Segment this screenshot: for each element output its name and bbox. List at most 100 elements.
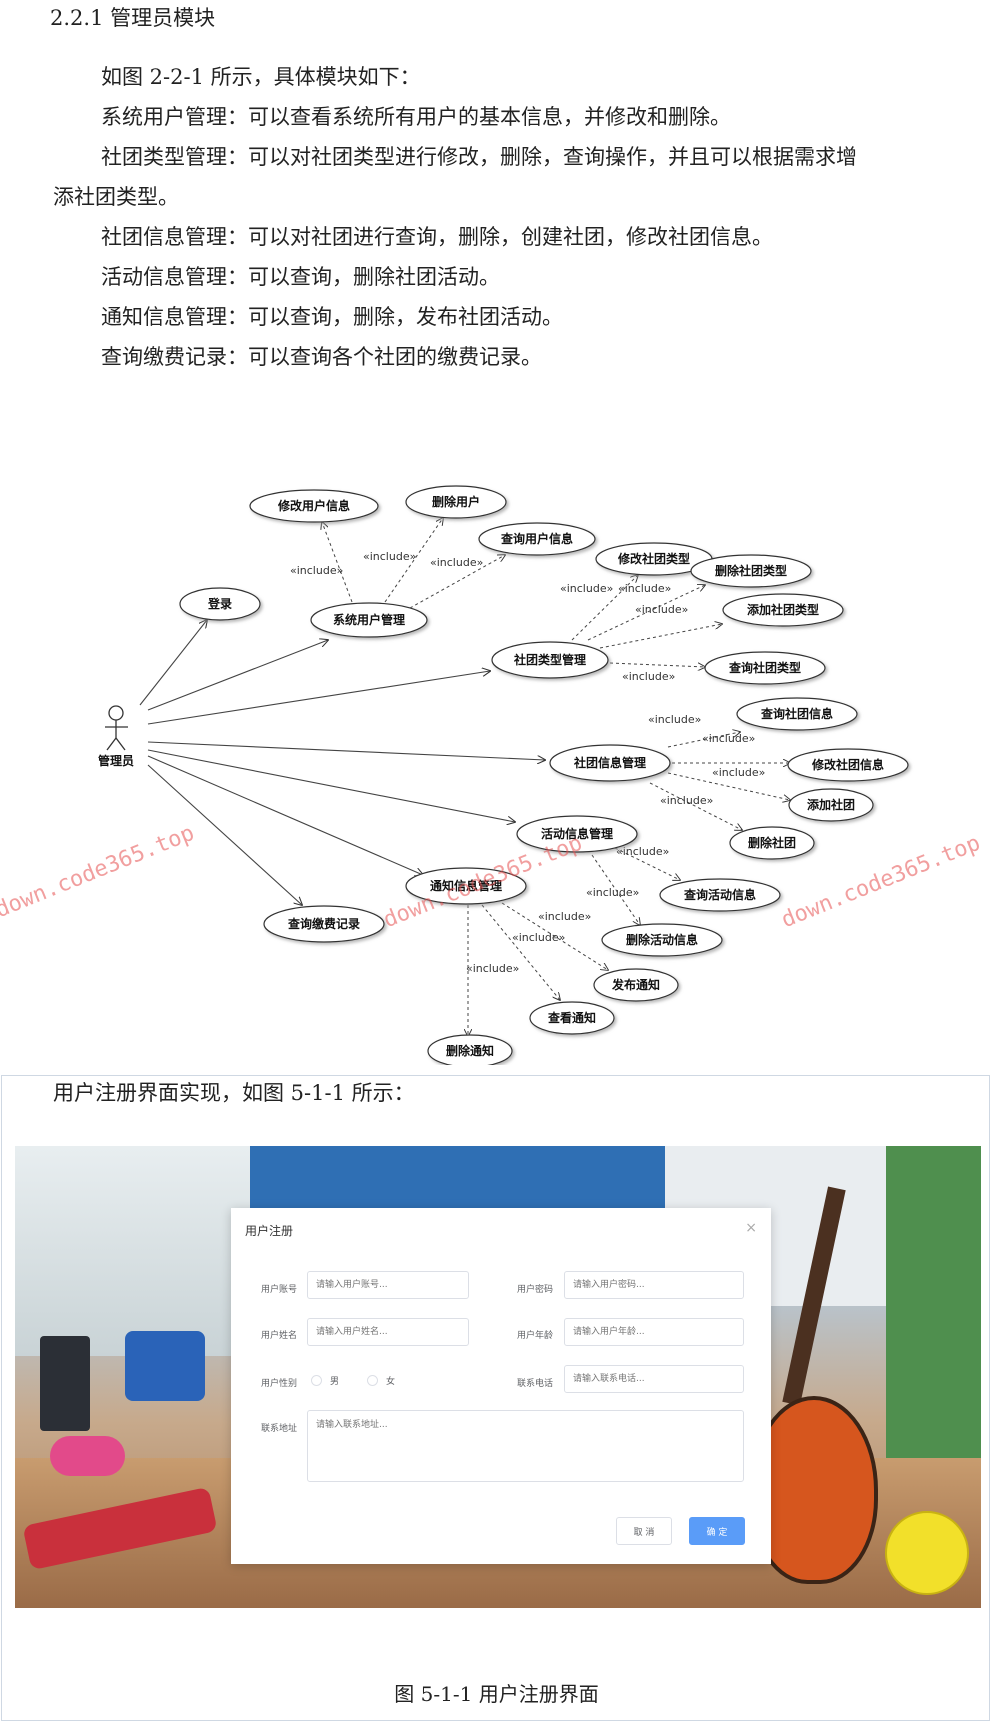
age-input[interactable] [564, 1318, 744, 1346]
gender-male-radio[interactable]: 男 [311, 1374, 339, 1387]
cancel-button[interactable]: 取 消 [616, 1517, 672, 1545]
usecase-del-notice-label: 删除通知 [446, 1043, 494, 1058]
address-label: 联系地址 [260, 1424, 297, 1434]
usecase-query-user-label: 查询用户信息 [500, 531, 573, 546]
usecase-publish-label: 发布通知 [611, 977, 660, 992]
include-query-act [614, 847, 680, 880]
include-label: «include» [618, 582, 671, 595]
page-border [1, 1075, 990, 1721]
phone-input[interactable] [564, 1365, 744, 1393]
radio-circle [367, 1375, 378, 1386]
paragraph-club-type-cont: 添社团类型。 [53, 175, 978, 219]
include-del-club [649, 782, 742, 830]
usecase-del-club [729, 826, 815, 860]
include-label: «include» [538, 910, 591, 923]
password-input[interactable] [564, 1271, 744, 1299]
assoc-sys-user [147, 640, 328, 711]
paragraph-activity: 活动信息管理：可以查询，删除社团活动。 [53, 255, 978, 299]
gender-male-label: 男 [330, 1377, 340, 1387]
include-label: «include» [622, 670, 675, 683]
usecase-login [179, 587, 261, 621]
usecase-del-user [405, 485, 507, 519]
usecase-del-user-label: 删除用户 [432, 494, 480, 509]
usecase-add-club [788, 788, 874, 822]
usecase-query-club [736, 697, 858, 731]
usecase-view-notice [529, 1001, 615, 1035]
paragraph-payment: 查询缴费记录：可以查询各个社团的缴费记录。 [53, 335, 978, 379]
paragraph-notice: 通知信息管理：可以查询，删除，发布社团活动。 [53, 295, 978, 339]
include-label: «include» [290, 564, 343, 577]
address-textarea[interactable] [307, 1410, 744, 1482]
paragraph-text: 系统用户管理：可以查看系统所有用户的基本信息，并修改和删除。 [101, 105, 731, 129]
usecase-club-type [491, 641, 609, 679]
name-input[interactable] [307, 1318, 469, 1346]
usecase-del-notice [427, 1034, 513, 1065]
usecase-edit-club [787, 748, 909, 782]
account-label: 用户账号 [260, 1285, 297, 1295]
figure-caption: 图 5-1-1 用户注册界面 [394, 1682, 599, 1706]
include-del-user [384, 518, 443, 603]
paragraph-club-info: 社团信息管理：可以对社团进行查询，删除，创建社团，修改社团信息。 [53, 215, 978, 259]
include-edit-user [322, 522, 353, 603]
paragraph-text: 社团类型管理：可以对社团类型进行修改，删除，查询操作，并且可以根据需求增 [101, 145, 857, 169]
usecase-del-act-label: 删除活动信息 [626, 932, 698, 947]
include-label: «include» [466, 962, 519, 975]
usecase-edit-user [249, 489, 379, 523]
section-line: 用户注册界面实现，如图 5-1-1 所示： [53, 1081, 415, 1105]
include-label: «include» [702, 732, 755, 745]
include-del-act [591, 854, 640, 925]
usecase-publish [593, 968, 679, 1002]
phone-label: 联系电话 [516, 1379, 553, 1389]
usecase-add-type-label: 添加社团类型 [747, 602, 819, 617]
gender-label: 用户性别 [260, 1379, 297, 1389]
use-case-diagram: 管理员 «include» «include» «include» «inclu… [98, 485, 909, 1065]
assoc-login [139, 620, 207, 706]
actor-label: 管理员 [98, 753, 134, 768]
include-label: «include» [512, 931, 565, 944]
assoc-notice [147, 755, 423, 875]
usecase-edit-club-label: 修改社团信息 [811, 757, 884, 772]
assoc-club-info [147, 741, 545, 760]
usecase-edit-user-label: 修改用户信息 [277, 498, 350, 513]
paragraph-text: 通知信息管理：可以查询，删除，发布社团活动。 [101, 305, 563, 329]
usecase-view-notice-label: 查看通知 [547, 1010, 596, 1025]
include-publish [501, 902, 608, 970]
usecase-edit-type-label: 修改社团类型 [617, 551, 690, 566]
include-query-user [409, 555, 505, 609]
password-label: 用户密码 [516, 1285, 553, 1295]
include-label: «include» [648, 713, 701, 726]
usecase-payment-label: 查询缴费记录 [287, 916, 360, 931]
include-label: «include» [586, 886, 639, 899]
usecase-club-info [549, 744, 671, 782]
include-label: «include» [635, 603, 688, 616]
paragraph-club-type: 社团类型管理：可以对社团类型进行修改，删除，查询操作，并且可以根据需求增 [53, 135, 978, 179]
gender-female-radio[interactable]: 女 [367, 1374, 395, 1387]
include-add-type [599, 624, 722, 649]
usecase-sys-user [310, 602, 428, 638]
include-label: «include» [712, 766, 765, 779]
usecase-query-club-label: 查询社团信息 [760, 706, 833, 721]
close-icon[interactable]: × [745, 1220, 757, 1236]
gender-female-label: 女 [386, 1377, 396, 1387]
usecase-del-type-label: 删除社团类型 [715, 563, 787, 578]
usecase-activity [516, 815, 638, 853]
usecase-club-type-label: 社团类型管理 [513, 652, 586, 667]
doc-heading: 2.2.1 管理员模块 [50, 6, 216, 30]
account-input[interactable] [307, 1271, 469, 1299]
usecase-add-type [722, 593, 844, 627]
paragraph-sys-user: 系统用户管理：可以查看系统所有用户的基本信息，并修改和删除。 [53, 95, 978, 139]
register-dialog: 用户注册 × 用户账号 用户密码 用户姓名 用户年龄 用户性别 男 女 联系电话… [231, 1208, 771, 1564]
usecase-query-act [659, 878, 781, 912]
paragraph-text: 社团信息管理：可以对社团进行查询，删除，创建社团，修改社团信息。 [101, 225, 773, 249]
paragraph-text: 活动信息管理：可以查询，删除社团活动。 [101, 265, 500, 289]
paragraph-text: 如图 2-2-1 所示，具体模块如下： [101, 65, 421, 89]
include-label: «include» [560, 582, 613, 595]
usecase-query-type-label: 查询社团类型 [728, 660, 801, 675]
usecase-query-act-label: 查询活动信息 [683, 887, 756, 902]
usecase-activity-label: 活动信息管理 [541, 826, 613, 841]
usecase-login-label: 登录 [207, 596, 232, 611]
paragraph-intro: 如图 2-2-1 所示，具体模块如下： [53, 55, 978, 99]
include-label: «include» [616, 845, 669, 858]
assoc-club-type [147, 671, 490, 725]
confirm-button[interactable]: 确 定 [689, 1517, 745, 1545]
